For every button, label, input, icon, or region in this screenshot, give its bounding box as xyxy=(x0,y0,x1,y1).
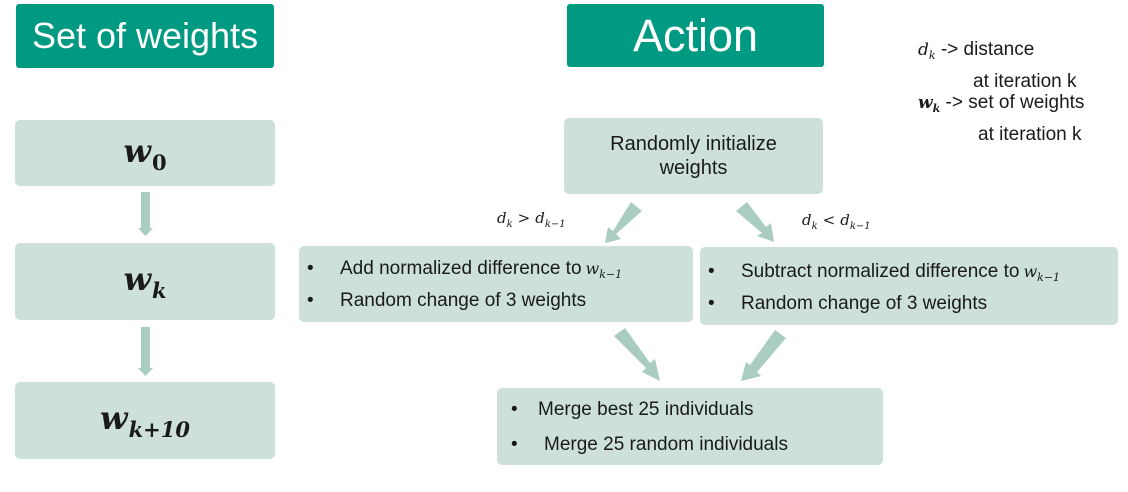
weights-box-w0: w0 xyxy=(15,120,275,186)
set-of-weights-header: Set of weights xyxy=(16,4,274,68)
weight-symbol-w0: w0 xyxy=(123,131,167,175)
init-box-text: Randomly initialize weights xyxy=(610,133,777,179)
condition-left: dk>dk−1 xyxy=(497,209,566,230)
legend-d-symbol: dk xyxy=(918,40,936,62)
w-km1-symbol: wk−1 xyxy=(1023,262,1061,284)
weights-box-wk10: wk+10 xyxy=(15,382,275,459)
diagonal-arrows xyxy=(605,202,786,381)
arrow-init-to-right-action xyxy=(736,202,774,242)
legend-weights: wk -> set of weights at iteration k xyxy=(918,92,1085,145)
weights-box-wk: wk xyxy=(15,243,275,320)
action-header-label: Action xyxy=(632,9,759,61)
left-action-box xyxy=(299,246,693,322)
weight-symbol-wk10: wk+10 xyxy=(100,399,190,442)
legend-distance: dk -> distance at iteration k xyxy=(918,39,1077,92)
right-action-box xyxy=(700,247,1118,325)
legend-w-symbol: wk xyxy=(918,93,941,115)
arrow-init-to-left-action xyxy=(605,202,642,243)
action-header: Action xyxy=(567,4,824,67)
weight-symbol-wk: wk xyxy=(123,260,167,303)
set-of-weights-header-label: Set of weights xyxy=(31,15,259,56)
arrow-left-action-to-merge xyxy=(614,328,660,381)
arrow-w0-to-wk xyxy=(138,192,153,236)
merge-box xyxy=(497,388,883,465)
init-box: Randomly initialize weights xyxy=(564,118,823,194)
w-km1-symbol: wk−1 xyxy=(585,259,623,281)
arrow-wk-to-wk10 xyxy=(138,327,153,376)
arrow-right-action-to-merge xyxy=(741,330,786,381)
condition-right: dk<dk−1 xyxy=(802,211,871,232)
